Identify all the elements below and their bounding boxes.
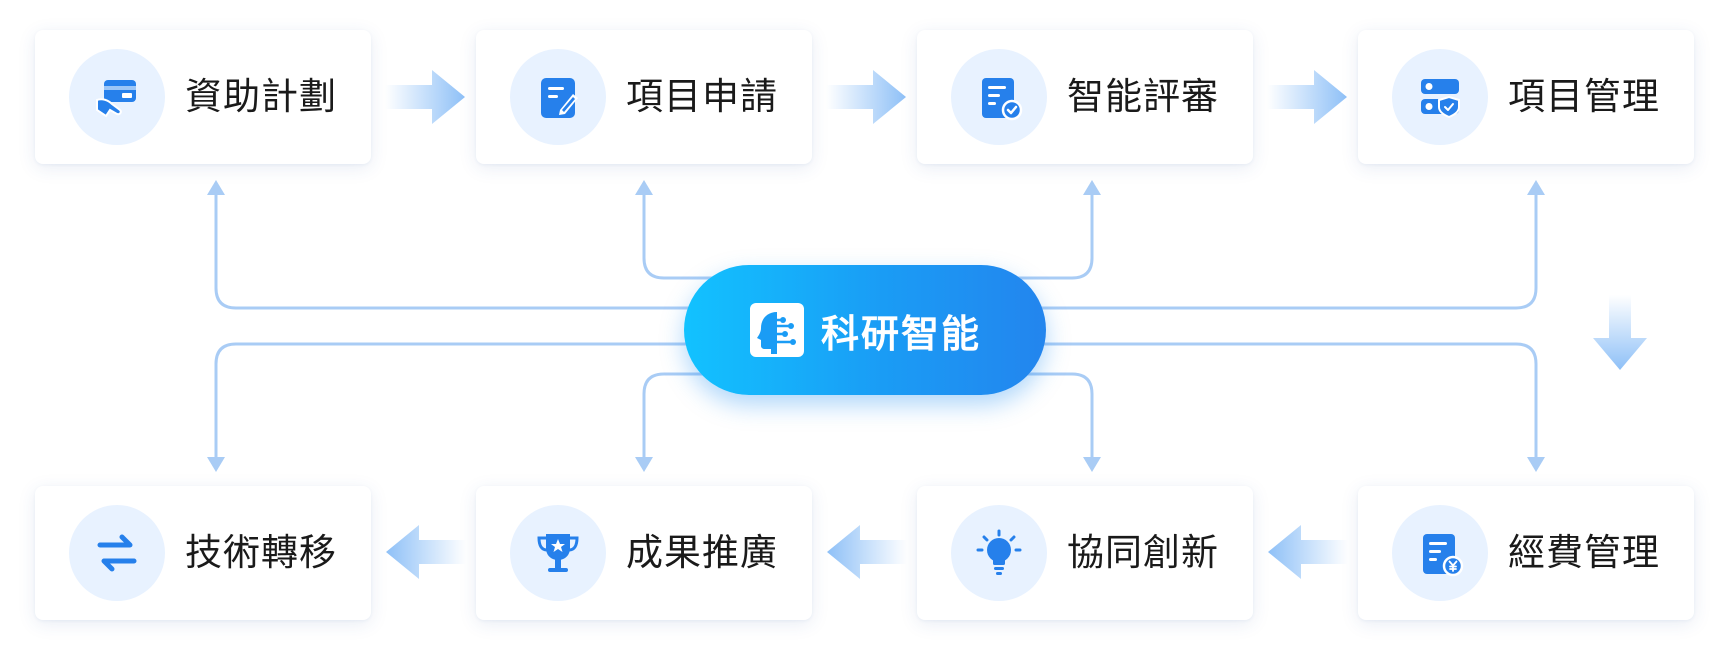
arrowhead-up-3 — [1083, 180, 1101, 195]
flow-arrow-right-1 — [385, 70, 465, 124]
step-label: 資助計劃 — [185, 75, 337, 118]
document-check-icon — [951, 49, 1047, 145]
connector-hub-to-top-2 — [642, 188, 720, 280]
trophy-icon — [510, 505, 606, 601]
step-label: 項目申請 — [626, 75, 778, 118]
connector-hub-to-bottom-2 — [642, 372, 720, 464]
step-card-funding-management[interactable]: 經費管理 — [1358, 486, 1694, 620]
step-card-smart-review[interactable]: 智能評審 — [917, 30, 1253, 164]
flow-arrow-left-2 — [827, 525, 907, 579]
step-label: 技術轉移 — [185, 531, 337, 574]
flow-arrow-left-1 — [1268, 525, 1348, 579]
hub-research-intelligence[interactable]: 科研智能 — [684, 265, 1046, 395]
connector-hub-to-top-3 — [1010, 188, 1094, 280]
card-hand-icon — [69, 49, 165, 145]
step-label: 項目管理 — [1508, 75, 1660, 118]
arrowhead-up-4 — [1527, 180, 1545, 195]
step-label: 協同創新 — [1067, 531, 1219, 574]
arrowhead-down-1 — [207, 457, 225, 472]
arrowhead-down-4 — [1527, 457, 1545, 472]
step-card-project-application[interactable]: 項目申請 — [476, 30, 812, 164]
lightbulb-icon — [951, 505, 1047, 601]
arrowhead-up-1 — [207, 180, 225, 195]
flow-arrow-down — [1593, 295, 1647, 370]
connector-hub-to-bottom-1 — [214, 342, 700, 464]
step-label: 智能評審 — [1067, 75, 1219, 118]
arrowhead-down-3 — [1083, 457, 1101, 472]
step-card-collaborative-innovation[interactable]: 協同創新 — [917, 486, 1253, 620]
document-yen-icon — [1392, 505, 1488, 601]
connector-hub-to-bottom-3 — [1010, 372, 1094, 464]
swap-arrows-icon — [69, 505, 165, 601]
arrowhead-up-2 — [635, 180, 653, 195]
arrowhead-down-2 — [635, 457, 653, 472]
server-shield-icon — [1392, 49, 1488, 145]
step-card-achievement-promotion[interactable]: 成果推廣 — [476, 486, 812, 620]
connector-hub-to-top-1 — [214, 188, 700, 310]
flow-arrow-left-3 — [386, 525, 466, 579]
step-card-tech-transfer[interactable]: 技術轉移 — [35, 486, 371, 620]
step-card-funding-plan[interactable]: 資助計劃 — [35, 30, 371, 164]
connector-hub-to-top-4 — [1030, 188, 1538, 310]
hub-label: 科研智能 — [820, 311, 981, 356]
connector-hub-to-bottom-4 — [1030, 342, 1538, 464]
document-pen-icon — [510, 49, 606, 145]
step-card-project-management[interactable]: 項目管理 — [1358, 30, 1694, 164]
brain-head-icon — [749, 303, 804, 357]
step-label: 成果推廣 — [626, 531, 778, 574]
step-label: 經費管理 — [1508, 531, 1660, 574]
flow-arrow-right-2 — [826, 70, 906, 124]
flow-arrow-right-3 — [1267, 70, 1347, 124]
